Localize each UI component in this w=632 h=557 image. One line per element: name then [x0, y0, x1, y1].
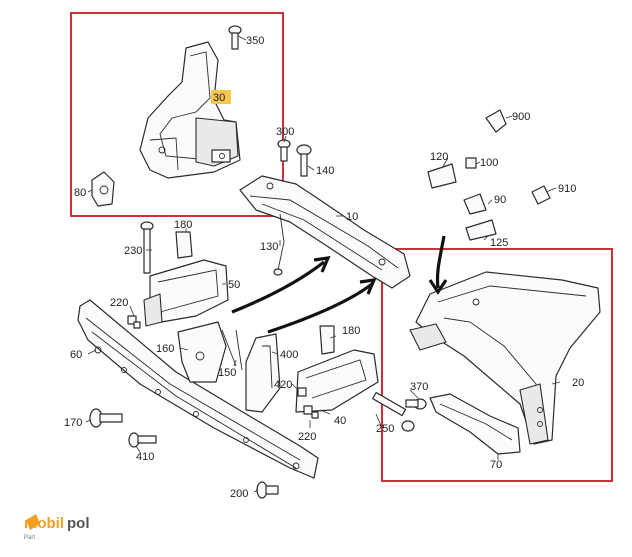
callout-900: 900	[512, 111, 530, 123]
assembly-arrow-1	[231, 256, 331, 314]
part-30-highlight	[211, 90, 231, 104]
callout-50: 50	[228, 279, 240, 291]
part-80-clip	[91, 171, 115, 207]
callout-400: 400	[280, 349, 298, 361]
highlight-frame-top-left	[70, 12, 284, 217]
assembly-arrow-3	[428, 235, 448, 295]
callout-170: 170	[64, 417, 82, 429]
part-180-clip-bottom	[319, 325, 335, 355]
callout-350: 350	[246, 35, 264, 47]
callout-100: 100	[480, 157, 498, 169]
part-10-cross-member	[239, 175, 411, 289]
highlight-frame-right	[381, 248, 613, 482]
part-900-cap	[485, 109, 507, 133]
part-420-nut	[297, 387, 307, 397]
callout-300: 300	[276, 126, 294, 138]
callout-labels: 30 350 80 300 140 10 130 180 230 50 220 …	[64, 35, 584, 500]
callout-200: 200	[230, 488, 248, 500]
part-220-nut-bottom	[303, 405, 319, 419]
callout-250: 250	[376, 423, 394, 435]
leader-lines	[85, 35, 561, 493]
part-910-cap	[531, 185, 551, 205]
part-300-bolt	[277, 139, 291, 162]
callout-90: 90	[494, 194, 506, 206]
part-125-clip	[465, 219, 497, 241]
part-30-headlamp-bracket	[139, 41, 241, 179]
part-200-bolt	[256, 481, 279, 499]
part-350-bolt	[228, 25, 242, 50]
callout-80: 80	[74, 187, 86, 199]
part-60-bumper-bar	[77, 299, 319, 479]
callout-180-bottom: 180	[342, 325, 360, 337]
part-170-bolt	[89, 408, 123, 428]
callout-220-left: 220	[110, 297, 128, 309]
callout-910: 910	[558, 183, 576, 195]
part-120-clip	[427, 163, 457, 189]
callout-60: 60	[70, 349, 82, 361]
callout-40: 40	[334, 415, 346, 427]
callout-130: 130	[260, 241, 278, 253]
callout-120: 120	[430, 151, 448, 163]
part-370-bolt	[405, 398, 427, 410]
part-90-clip	[463, 193, 487, 215]
callout-20: 20	[572, 377, 584, 389]
callout-160: 160	[156, 343, 174, 355]
callout-150: 150	[218, 367, 236, 379]
part-250-bolt	[372, 391, 415, 432]
part-400-bracket	[245, 333, 281, 413]
callout-10: 10	[346, 211, 358, 223]
callout-370: 370	[410, 381, 428, 393]
part-140-bolt	[296, 144, 312, 177]
part-180-clip-top	[175, 231, 193, 259]
part-40-support	[295, 349, 379, 413]
callout-125: 125	[490, 237, 508, 249]
logo-brand-left: mobil	[24, 515, 64, 532]
part-100-nut	[465, 157, 477, 169]
logo-brand-right: pol	[67, 515, 90, 532]
part-50-support	[143, 259, 229, 327]
callout-140: 140	[316, 165, 334, 177]
logo-subtitle: Part	[24, 535, 35, 541]
callout-70: 70	[490, 459, 502, 471]
part-20-side-frame	[409, 271, 601, 445]
part-160-bracket	[177, 321, 227, 383]
mobilpol-logo: mobil pol Part	[24, 514, 90, 541]
callout-220-bottom: 220	[298, 431, 316, 443]
part-150-rod	[221, 329, 243, 371]
callout-420: 420	[274, 379, 292, 391]
part-220-nut-left	[127, 315, 141, 329]
callout-410: 410	[136, 451, 154, 463]
assembly-arrow-2	[267, 278, 377, 334]
part-230-bolt	[140, 221, 154, 274]
callout-30: 30	[213, 92, 225, 104]
callout-180-top: 180	[174, 219, 192, 231]
callout-230: 230	[124, 245, 142, 257]
part-130-cable	[273, 213, 285, 276]
part-70-lower-arm	[429, 393, 521, 455]
part-410-bolt	[128, 432, 157, 448]
